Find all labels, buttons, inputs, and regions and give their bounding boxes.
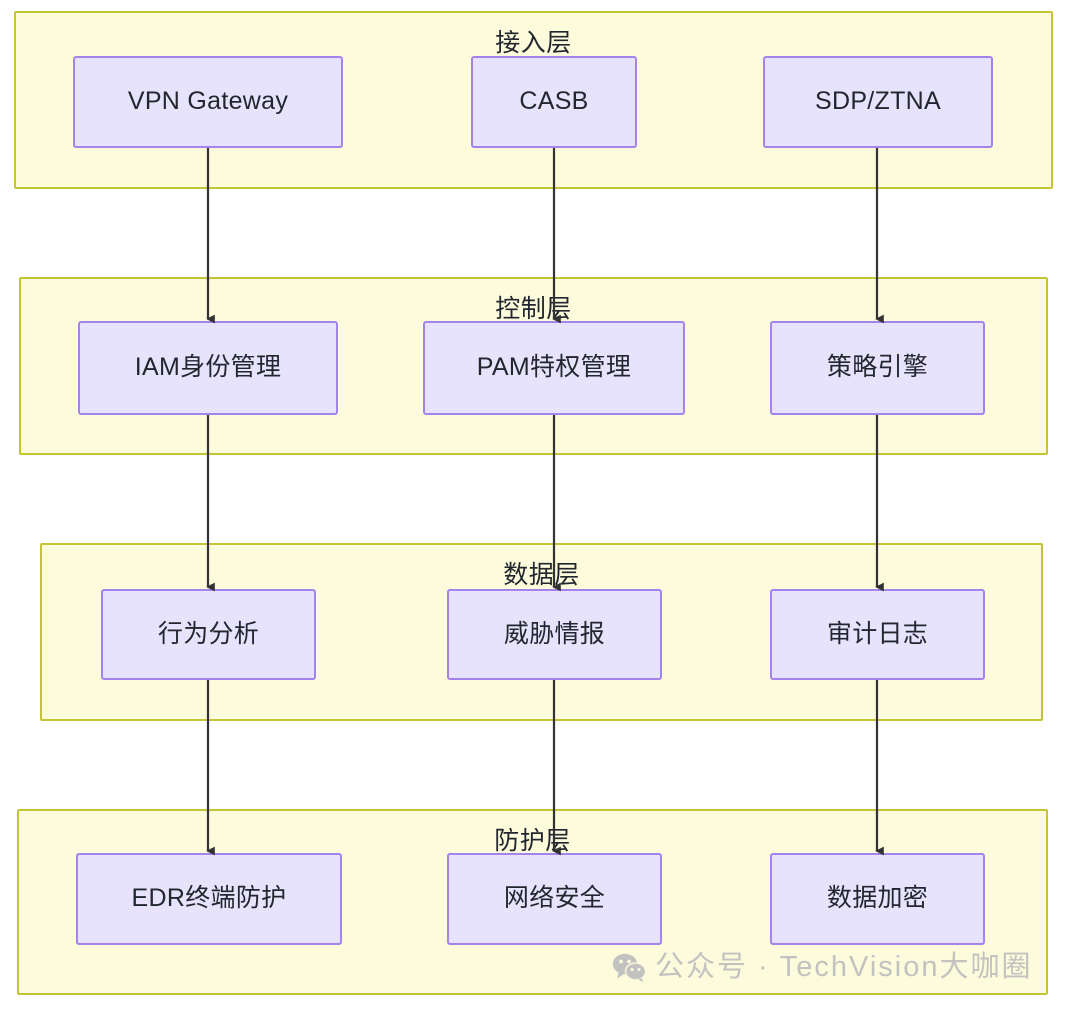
node-audit-log-label: 审计日志 <box>826 619 929 648</box>
node-pam[interactable]: PAM特权管理 <box>423 321 685 415</box>
node-edr[interactable]: EDR终端防护 <box>76 853 342 945</box>
wechat-icon <box>612 952 647 982</box>
node-behavior-analysis[interactable]: 行为分析 <box>101 589 316 680</box>
node-vpn-gateway[interactable]: VPN Gateway <box>73 56 343 148</box>
node-vpn-gateway-label: VPN Gateway <box>127 87 289 116</box>
layer-protection-title: 防护层 <box>494 827 571 855</box>
node-data-encryption-label: 数据加密 <box>826 884 929 913</box>
node-behavior-analysis-label: 行为分析 <box>157 619 260 648</box>
node-pam-label: PAM特权管理 <box>476 353 632 382</box>
node-sdp-ztna-label: SDP/ZTNA <box>814 87 942 116</box>
node-data-encryption[interactable]: 数据加密 <box>770 853 985 945</box>
node-network-security-label: 网络安全 <box>503 884 606 913</box>
node-threat-intelligence[interactable]: 威胁情报 <box>447 589 662 680</box>
node-iam-label: IAM身份管理 <box>134 353 282 382</box>
node-casb[interactable]: CASB <box>471 56 637 148</box>
layer-access-title: 接入层 <box>495 29 572 57</box>
layer-control-title: 控制层 <box>495 295 572 323</box>
node-sdp-ztna[interactable]: SDP/ZTNA <box>763 56 993 148</box>
node-iam[interactable]: IAM身份管理 <box>78 321 338 415</box>
node-casb-label: CASB <box>519 87 589 116</box>
node-network-security[interactable]: 网络安全 <box>447 853 662 945</box>
layer-data-title: 数据层 <box>503 561 580 589</box>
watermark: 公众号 · TechVision大咖圈 <box>612 952 1033 982</box>
node-policy-engine[interactable]: 策略引擎 <box>770 321 985 415</box>
node-threat-intelligence-label: 威胁情报 <box>503 619 606 648</box>
watermark-text: 公众号 · TechVision大咖圈 <box>655 950 1033 983</box>
node-audit-log[interactable]: 审计日志 <box>770 589 985 680</box>
node-policy-engine-label: 策略引擎 <box>826 353 929 382</box>
node-edr-label: EDR终端防护 <box>131 884 287 913</box>
